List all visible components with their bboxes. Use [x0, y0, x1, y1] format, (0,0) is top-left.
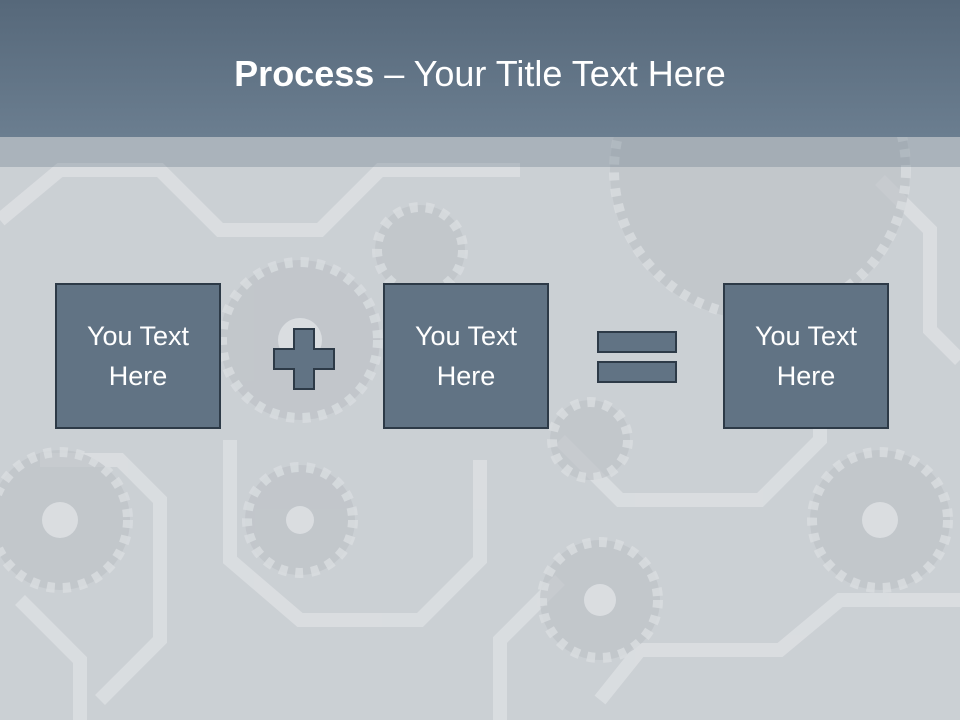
title-strip [0, 137, 960, 167]
title-bar [0, 0, 960, 137]
process-box-1[interactable]: You Text Here [55, 283, 221, 429]
slide-title-rest: – Your Title Text Here [374, 53, 726, 94]
process-box-3-text: You Text Here [754, 321, 858, 391]
process-box-2[interactable]: You Text Here [383, 283, 549, 429]
process-box-2-text: You Text Here [414, 321, 518, 391]
process-box-1-text: You Text Here [86, 321, 190, 391]
equals-icon[interactable] [596, 330, 678, 384]
slide-title[interactable]: Process – Your Title Text Here [0, 50, 960, 98]
process-box-3[interactable]: You Text Here [723, 283, 889, 429]
plus-icon[interactable] [272, 327, 336, 391]
slide-title-bold: Process [234, 53, 375, 94]
